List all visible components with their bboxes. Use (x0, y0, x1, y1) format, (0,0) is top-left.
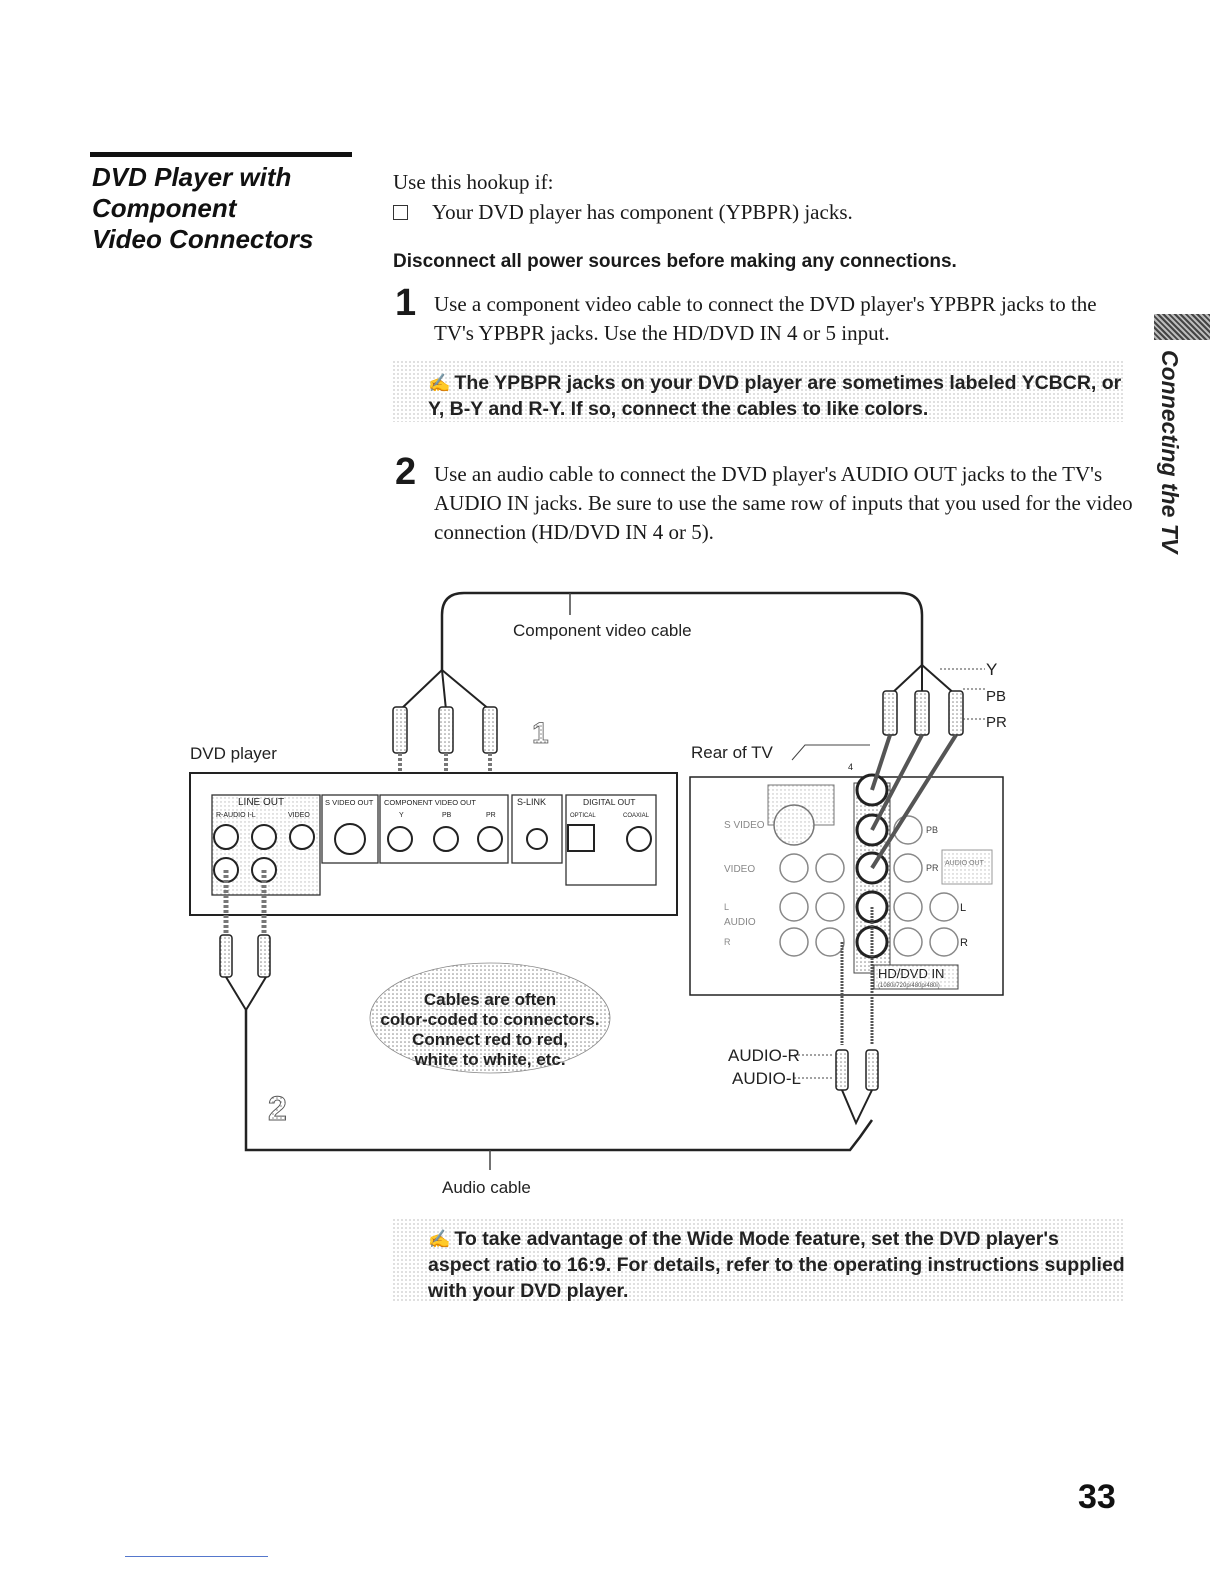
dvd-slink-label: S-LINK (517, 797, 546, 807)
callout-line-3: Connect red to red, (412, 1030, 568, 1049)
intro: Use this hookup if: Your DVD player has … (393, 167, 853, 227)
note-text-1: The YPBPR jacks on your DVD player are s… (428, 372, 1122, 420)
cable-fan-dvd-y (399, 669, 443, 711)
cable-fan-dvd-pr (441, 669, 491, 711)
tv-jack-l-label: L (960, 902, 966, 914)
dvd-component-pr: PR (486, 812, 496, 819)
tv-pr-label: PR (926, 863, 939, 873)
tv-jack-r-label: R (960, 937, 968, 949)
tv-audio-plug-r (865, 1049, 879, 1091)
tv-audio-out-label: AUDIO OUT (945, 860, 985, 867)
note-box-1: ✍The YPBPR jacks on your DVD player are … (392, 360, 1125, 422)
cable-fan-dvd-pb (441, 669, 447, 711)
callout-line-2: color-coded to connectors. (380, 1010, 599, 1029)
step-number-2: 2 (395, 451, 417, 493)
intro-lead: Use this hookup if: (393, 170, 554, 194)
tv-audio-r-label: R (724, 937, 731, 947)
dvd-audio-leads (223, 870, 267, 935)
side-tab-marker (1154, 314, 1210, 340)
warning-text: Disconnect all power sources before maki… (393, 251, 957, 272)
dvd-audio-plug-r (219, 934, 233, 978)
tv-audio-label: AUDIO (724, 917, 756, 928)
callout-line-4: white to white, etc. (413, 1050, 565, 1069)
component-cable (440, 591, 924, 670)
tv-pb-label: PB (926, 825, 938, 835)
pencil-note-icon: ✍ (428, 373, 451, 393)
dvd-component-pb: PB (442, 812, 452, 819)
bottom-rule (125, 1556, 268, 1557)
audio-r-label: AUDIO-R (728, 1046, 800, 1065)
tv-component-plugs (882, 690, 964, 736)
section-rule (90, 152, 352, 157)
side-tab-label: Connecting the TV (1157, 350, 1183, 554)
dvd-rear-panel: LINE OUT R-AUDIO I-L VIDEO S VIDEO OUT C… (211, 794, 657, 896)
component-cable-label: Component video cable (513, 621, 692, 640)
audio-l-label: AUDIO-L (732, 1069, 801, 1088)
intro-condition-row: Your DVD player has component (YPBPR) ja… (393, 197, 853, 227)
dvd-component-y: Y (399, 812, 404, 819)
dvd-player-label: DVD player (190, 744, 277, 763)
dvd-component-label: COMPONENT VIDEO OUT (384, 798, 476, 807)
dvd-coaxial-label: COAXIAL (623, 813, 650, 819)
tv-hd-sub-label: (1080i/720p/480p/480i) (878, 983, 940, 989)
step-text-2: Use an audio cable to connect the DVD pl… (434, 462, 1133, 544)
audio-cable (244, 1010, 874, 1152)
callout-text: Cables are often color-coded to connecto… (380, 990, 599, 1069)
note-box-2: ✍To take advantage of the Wide Mode feat… (392, 1218, 1125, 1302)
pencil-note-icon: ✍ (428, 1229, 451, 1249)
tv-hd-in-label: HD/DVD IN (878, 966, 944, 981)
connection-diagram: Component video cable 1 DVD player LINE … (189, 591, 1007, 1197)
intro-condition: Your DVD player has component (YPBPR) ja… (432, 200, 853, 224)
tv-jacks: 4 S VIDEO VIDEO AUDIO L R PB PR L R AUDI… (724, 762, 993, 990)
dvd-audio-plug-l (257, 934, 271, 978)
dvd-video-sub: VIDEO (288, 812, 310, 819)
color-code-callout (369, 962, 611, 1074)
tv-plug-label-pr: PR (986, 714, 1007, 731)
step-text-1: Use a component video cable to connect t… (434, 292, 1097, 345)
tv-rear-panel (689, 776, 1004, 996)
tv-svideo-label: S VIDEO (724, 820, 765, 831)
section-title-line-1: DVD Player with (92, 162, 292, 192)
step-marker-2: 2 (268, 1090, 287, 1128)
tv-plug-label-pb: PB (986, 688, 1006, 705)
tv-plug-label-y: Y (986, 660, 997, 679)
tv-input-number: 4 (848, 762, 853, 772)
dvd-digital-out-label: DIGITAL OUT (583, 797, 635, 807)
rear-tv-label: Rear of TV (691, 743, 774, 762)
dvd-line-out-label: LINE OUT (238, 797, 284, 808)
tv-audio-l-label: L (724, 902, 729, 912)
dvd-line-out-sub: R-AUDIO I-L (216, 812, 256, 819)
section-title: DVD Player with Component Video Connecto… (92, 162, 362, 255)
callout-line-1: Cables are often (424, 990, 556, 1009)
tv-video-label: VIDEO (724, 864, 755, 875)
dvd-optical-label: OPTICAL (570, 813, 596, 819)
checkbox-icon (393, 205, 408, 220)
step-marker-1: 1 (532, 717, 549, 750)
page-number: 33 (1078, 1478, 1116, 1516)
audio-cable-label: Audio cable (442, 1178, 531, 1197)
step-number-1: 1 (395, 282, 417, 324)
dvd-svideo-label: S VIDEO OUT (325, 798, 374, 807)
section-title-line-2: Component (92, 193, 237, 223)
section-title-line-3: Video Connectors (92, 224, 314, 254)
tv-audio-plug-l (835, 1049, 849, 1091)
note-text-2: To take advantage of the Wide Mode featu… (428, 1228, 1125, 1302)
